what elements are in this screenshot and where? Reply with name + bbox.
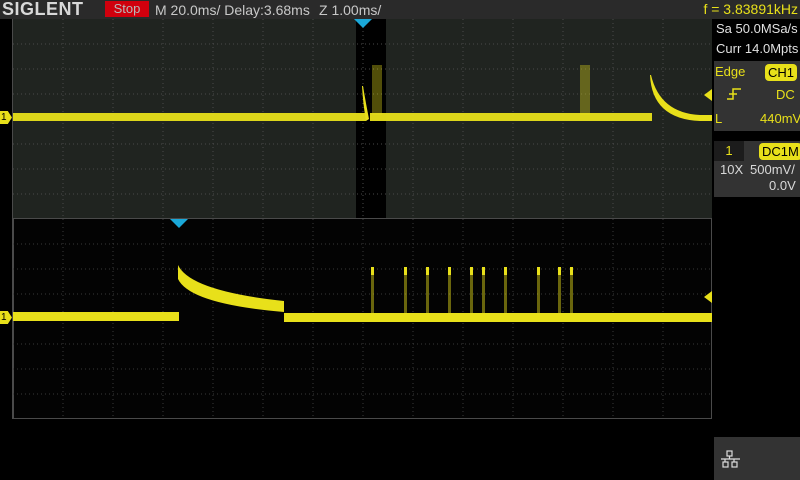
waveform-display[interactable]: 1 1 [0,19,712,420]
timebase-delay[interactable]: M 20.0ms/ Delay:3.68ms [155,2,310,18]
trigger-type: Edge [715,64,746,79]
channel1-panel[interactable]: 1 DC1M 10X 500mV/ 0.0V [712,141,800,197]
waveform-graph [13,19,712,419]
acquisition-info[interactable]: Sa 50.0MSa/s Curr 14.0Mpts [714,19,800,61]
channel-coupling-badge: DC1M [759,143,800,160]
top-status-bar: SIGLENT Stop M 20.0ms/ Delay:3.68ms Z 1.… [0,0,800,19]
vertical-offset: 0.0V [769,178,796,193]
trigger-level-label: L [715,111,723,126]
memory-depth: Curr 14.0Mpts [716,41,799,56]
channel1-offset-marker-zoom[interactable]: 1 [0,311,12,324]
trigger-panel[interactable]: Edge CH1 DC L 440mV [712,61,800,131]
trigger-level-marker-main[interactable] [704,89,712,101]
main-trigger-position-marker[interactable] [354,19,372,28]
sample-rate: Sa 50.0MSa/s [716,21,798,36]
trigger-source-badge: CH1 [765,64,798,81]
probe-attenuation: 10X [720,162,744,177]
trigger-level-value: 440mV [760,111,800,126]
trigger-level-marker-zoom[interactable] [704,291,712,303]
frequency-counter: f = 3.83891kHz [703,1,798,17]
right-info-panel: Sa 50.0MSa/s Curr 14.0Mpts Edge CH1 DC L… [712,19,800,480]
trigger-coupling: DC [776,87,795,102]
vertical-scale: 500mV/ [750,162,795,177]
rising-edge-icon [726,87,742,104]
channel-number: 1 [714,141,744,161]
run-stop-status[interactable]: Stop [105,1,149,17]
brand-logo: SIGLENT [2,0,84,19]
network-status[interactable] [712,437,800,480]
zoom-timebase[interactable]: Z 1.00ms/ [319,2,382,18]
channel1-offset-marker-main[interactable]: 1 [0,111,12,124]
network-icon [721,450,740,468]
zoom-trigger-position-marker[interactable] [170,219,188,228]
